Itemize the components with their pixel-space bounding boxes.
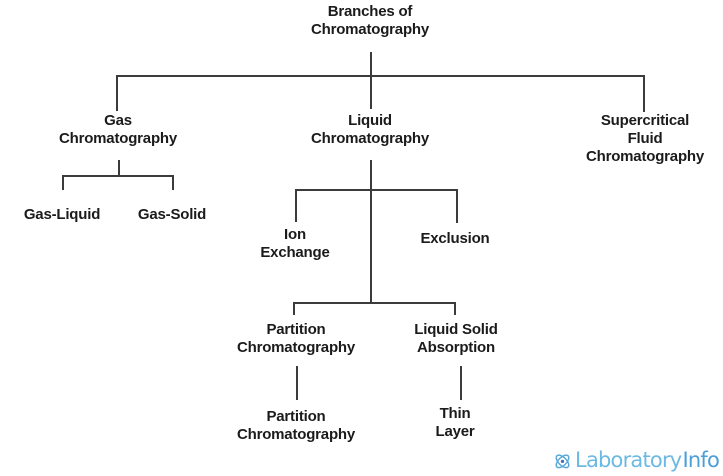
connector-liquid-solid-stem: [460, 366, 462, 400]
connector-drop-supercritical: [643, 75, 645, 112]
node-gas-chromatography: Gas Chromatography: [58, 112, 178, 147]
logo-brand-text: Laboratory: [575, 448, 682, 472]
connector-drop-ion-exchange: [295, 189, 297, 222]
connector-drop-partition: [293, 302, 295, 315]
connector-liquid-stem: [370, 160, 372, 303]
connector-liquid-horizontal-2: [293, 302, 455, 304]
connector-drop-gas: [116, 75, 118, 111]
node-ion-exchange: Ion Exchange: [260, 226, 330, 261]
connector-root-stem: [370, 52, 372, 76]
node-branches-of-chromatography: Branches of Chromatography: [310, 3, 430, 38]
connector-drop-gas-liquid: [62, 175, 64, 190]
node-liquid-chromatography: Liquid Chromatography: [310, 112, 430, 147]
connector-level1-horizontal: [116, 75, 644, 77]
node-partition-chromatography: Partition Chromatography: [236, 321, 356, 356]
node-gas-liquid: Gas-Liquid: [23, 206, 101, 223]
laboratoryinfo-logo: Laboratory Info: [552, 448, 720, 472]
node-supercritical-fluid-chromatography: Supercritical Fluid Chromatography: [585, 112, 705, 165]
node-liquid-solid-absorption: Liquid Solid Absorption: [414, 321, 498, 356]
node-thin-layer: Thin Layer: [435, 405, 475, 440]
connector-gas-horizontal: [62, 175, 173, 177]
atom-icon: [552, 449, 574, 472]
node-exclusion: Exclusion: [420, 230, 490, 247]
connector-drop-liquid-solid: [454, 302, 456, 315]
connector-gas-stem: [118, 160, 120, 176]
connector-drop-liquid: [370, 75, 372, 109]
node-gas-solid: Gas-Solid: [137, 206, 207, 223]
logo-suffix-text: Info: [682, 448, 719, 472]
node-partition-chromatography-sub: Partition Chromatography: [236, 408, 356, 443]
connector-drop-gas-solid: [172, 175, 174, 190]
connector-drop-exclusion: [456, 189, 458, 223]
connector-partition-stem: [296, 366, 298, 400]
connector-liquid-horizontal-1: [295, 189, 457, 191]
